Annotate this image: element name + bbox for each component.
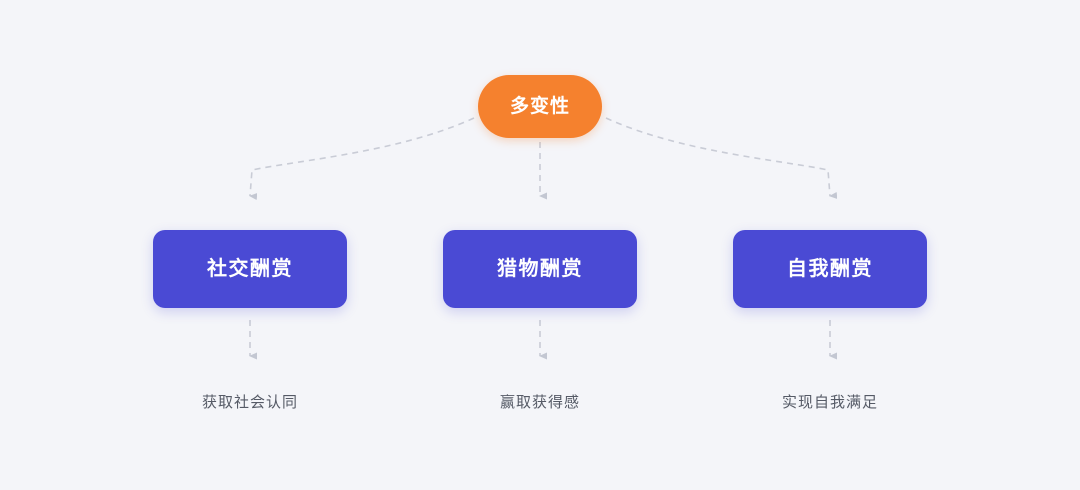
caption-self-reward: 实现自我满足	[781, 394, 878, 411]
branch-node-label: 社交酬赏	[207, 258, 293, 280]
branch-node-label: 猎物酬赏	[497, 258, 583, 280]
branch-node-self-reward[interactable]: 自我酬赏	[733, 230, 927, 308]
caption-hunt-reward: 赢取获得感	[499, 394, 580, 411]
connector-root-to-branch-2	[605, 117, 838, 199]
branch-node-social-reward[interactable]: 社交酬赏	[153, 230, 347, 308]
connector-root-to-branch-0	[249, 117, 475, 201]
branch-node-hunt-reward[interactable]: 猎物酬赏	[443, 230, 637, 308]
root-node-label: 多变性	[509, 96, 570, 117]
branch-node-label: 自我酬赏	[787, 258, 873, 280]
caption-social-reward: 获取社会认同	[201, 394, 298, 411]
root-node-variability[interactable]: 多变性	[478, 75, 602, 138]
